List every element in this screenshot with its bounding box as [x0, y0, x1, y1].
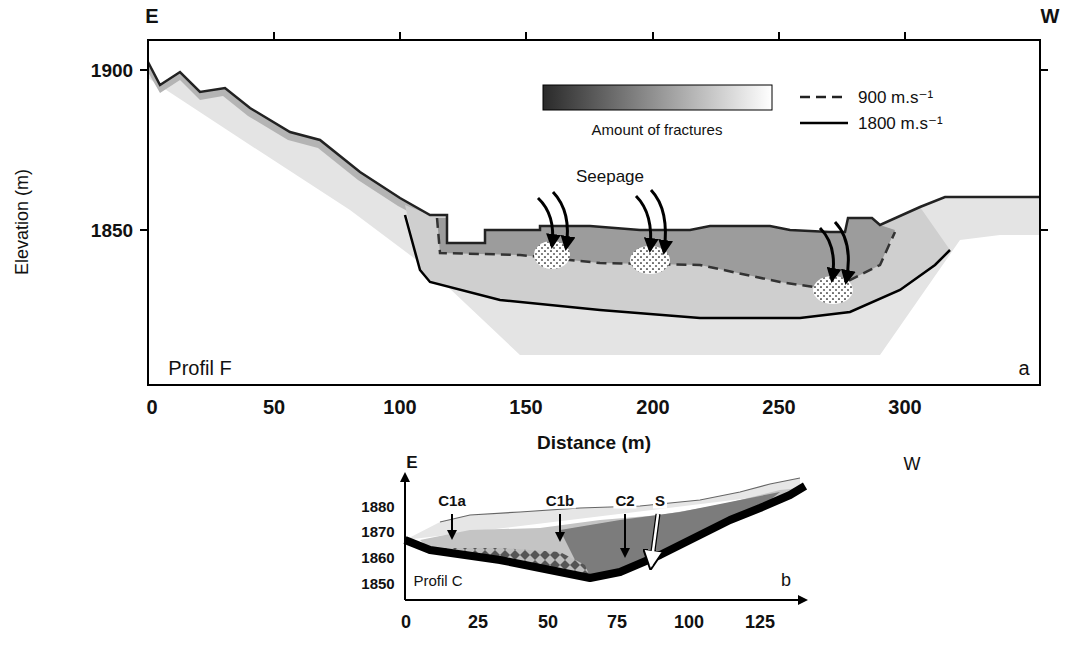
- tick-label: 0: [401, 613, 411, 631]
- c2-layer: [560, 492, 780, 578]
- topography: [148, 62, 1040, 243]
- direction-label: E: [145, 6, 158, 26]
- tick-label: 1860: [361, 550, 394, 565]
- annotation: Seepage: [576, 168, 644, 185]
- legend-text: Amount of fractures: [592, 122, 723, 137]
- profile-b: [405, 474, 806, 600]
- callout-label: C2: [613, 492, 636, 509]
- direction-label: W: [1041, 6, 1060, 26]
- tick-label: 75: [607, 613, 627, 631]
- tick-label: 1900: [91, 61, 133, 80]
- tick-label: 1880: [361, 499, 394, 514]
- tick-label: 125: [745, 613, 775, 631]
- tick-label: 100: [383, 397, 416, 417]
- seepage-arrows: [538, 190, 848, 282]
- axis-title: Elevation (m): [13, 169, 31, 275]
- callout-arrow: [651, 514, 658, 566]
- tick-label: 1850: [91, 221, 133, 240]
- middle-layer: [420, 488, 800, 578]
- tick-label: 200: [636, 397, 669, 417]
- velocity-1800-line: [405, 215, 950, 318]
- profile-name: Profil F: [168, 358, 231, 378]
- tick-label: 150: [509, 397, 542, 417]
- dashed-sample: [800, 96, 848, 99]
- axis: [405, 599, 806, 601]
- callout-arrow: [651, 514, 658, 566]
- panel-letter: a: [1018, 358, 1029, 378]
- direction-label: E: [406, 454, 417, 471]
- direction-label: W: [904, 455, 921, 473]
- profile-name: Profil C: [413, 573, 462, 588]
- profile-a: [140, 32, 1048, 385]
- plot-frame: [148, 40, 1040, 385]
- legend-text: 1800 m.s⁻¹: [858, 115, 943, 132]
- tick-label: 0: [146, 397, 157, 417]
- weathered-zone: [148, 62, 1040, 355]
- callout-label: S: [653, 492, 667, 509]
- solid-sample: [800, 122, 848, 125]
- tick-label: 1870: [361, 524, 394, 539]
- tick-label: 100: [674, 613, 704, 631]
- tick-label: 250: [762, 397, 795, 417]
- legend-text: 900 m.s⁻¹: [858, 89, 933, 106]
- bedrock: [405, 486, 805, 578]
- callout-arrows: [452, 514, 625, 556]
- axis: [404, 474, 406, 600]
- axis-title: Distance (m): [537, 433, 651, 452]
- fracture-gradient: [543, 85, 772, 110]
- axis-ticks: [140, 32, 1048, 230]
- tick-label: 300: [888, 397, 921, 417]
- slope-band: [148, 62, 440, 222]
- tick-label: 50: [538, 613, 558, 631]
- tick-label: 1850: [361, 576, 394, 591]
- basin-fill: [405, 205, 950, 318]
- callout-label: C1a: [436, 492, 468, 509]
- tick-label: 25: [468, 613, 488, 631]
- tick-label: 50: [263, 397, 285, 417]
- panel-letter: b: [781, 571, 791, 589]
- callout-label: C1b: [544, 492, 576, 509]
